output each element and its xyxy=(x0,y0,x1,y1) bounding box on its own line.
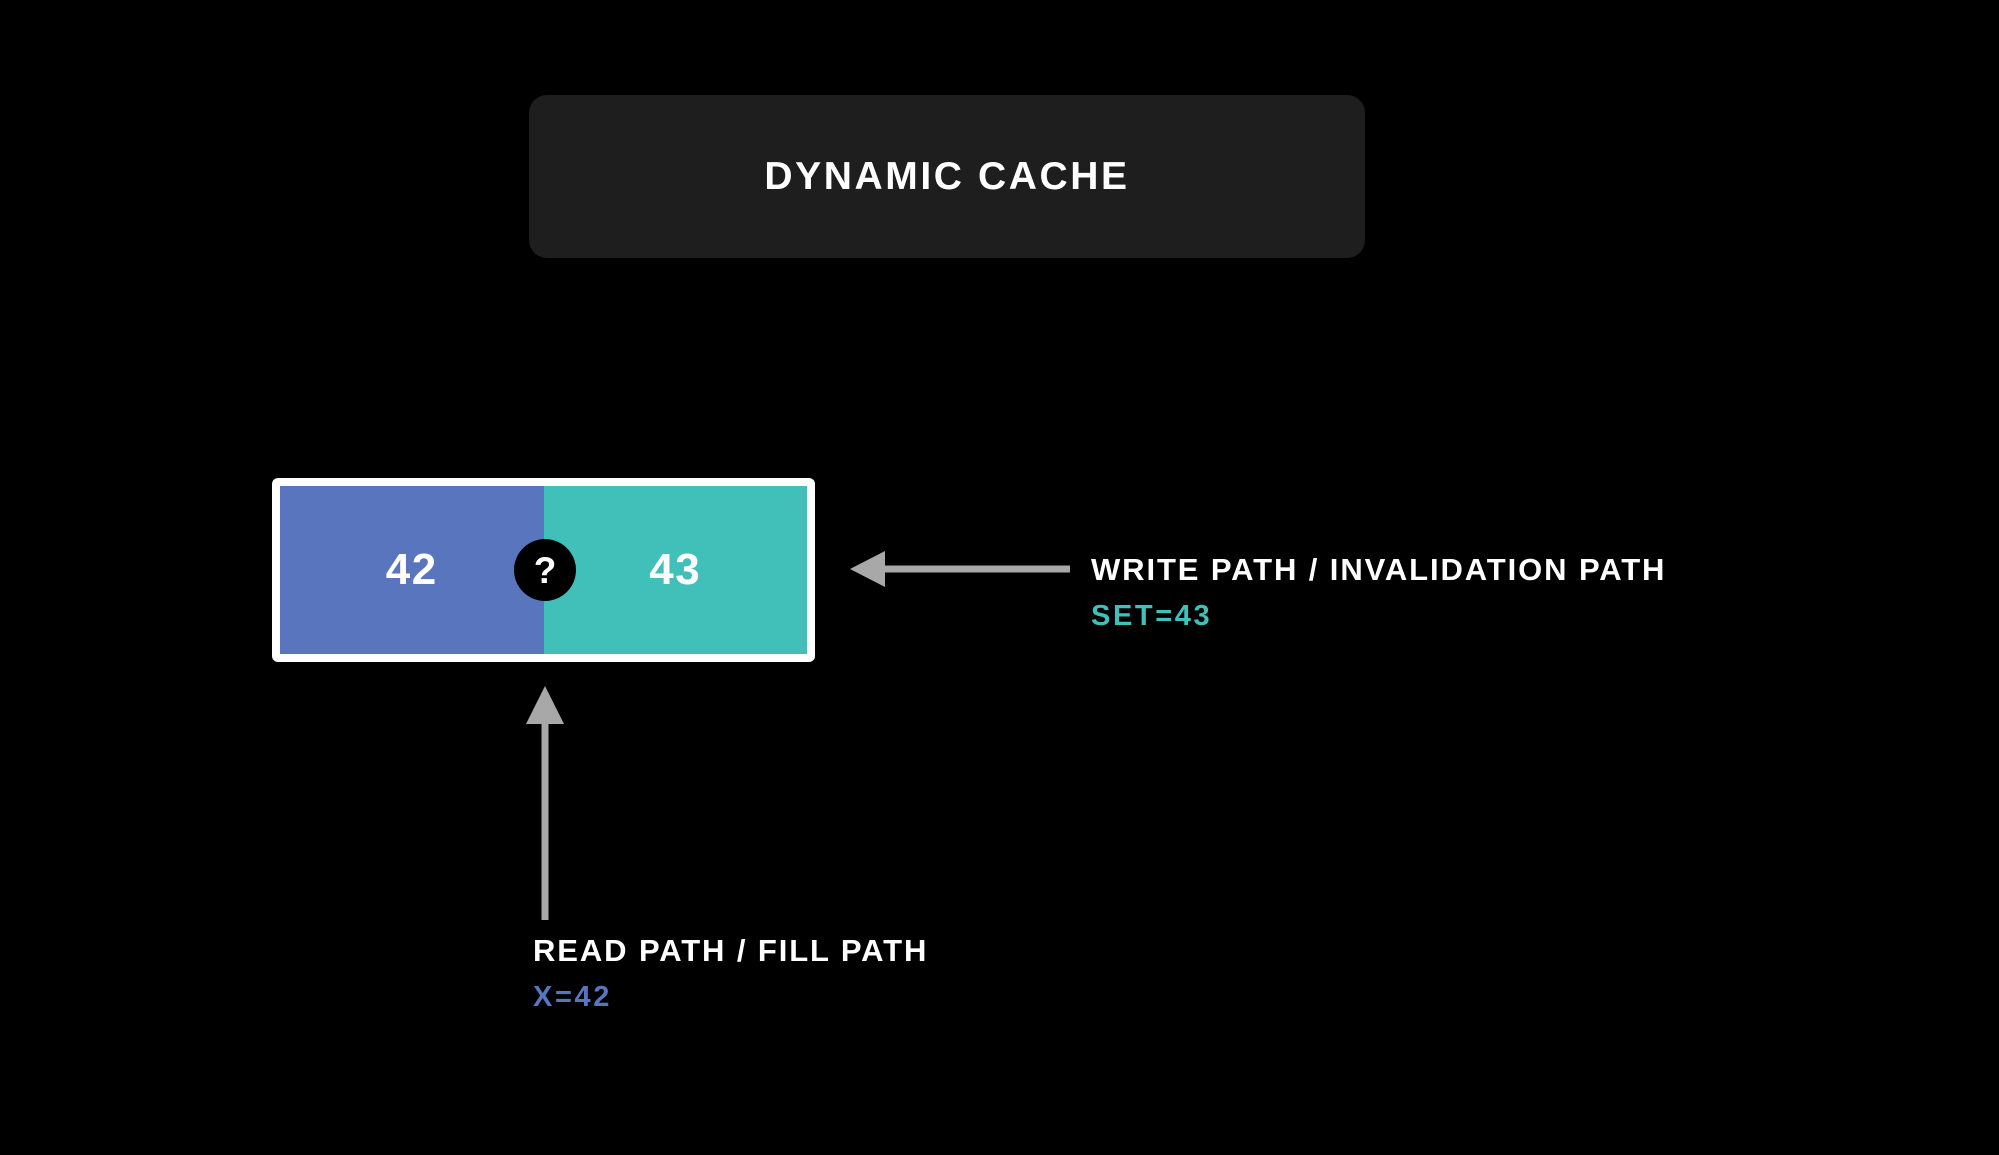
write-path-detail: SET=43 xyxy=(1091,600,1213,633)
unknown-marker-glyph: ? xyxy=(533,549,557,591)
read-path-label: READ PATH / FILL PATH X=42 xyxy=(533,932,928,1017)
read-path-detail: X=42 xyxy=(533,981,612,1014)
write-path-title: WRITE PATH / INVALIDATION PATH xyxy=(1091,552,1667,587)
question-mark-icon: ? xyxy=(514,539,576,601)
read-path-arrow-icon xyxy=(526,686,564,920)
cache-segment-stale-value: 42 xyxy=(385,545,438,594)
read-path-title: READ PATH / FILL PATH xyxy=(533,933,929,968)
cache-segment-stale: 42 xyxy=(280,486,544,654)
write-path-arrow-icon xyxy=(850,551,1070,587)
cache-segment-fresh: 43 xyxy=(543,486,807,654)
cache-segment-fresh-value: 43 xyxy=(649,545,702,594)
title-card: DYNAMIC CACHE xyxy=(529,95,1365,258)
write-path-label: WRITE PATH / INVALIDATION PATH SET=43 xyxy=(1091,551,1666,636)
page-title: DYNAMIC CACHE xyxy=(764,155,1130,198)
cache-bar: 42 43 xyxy=(272,478,815,662)
